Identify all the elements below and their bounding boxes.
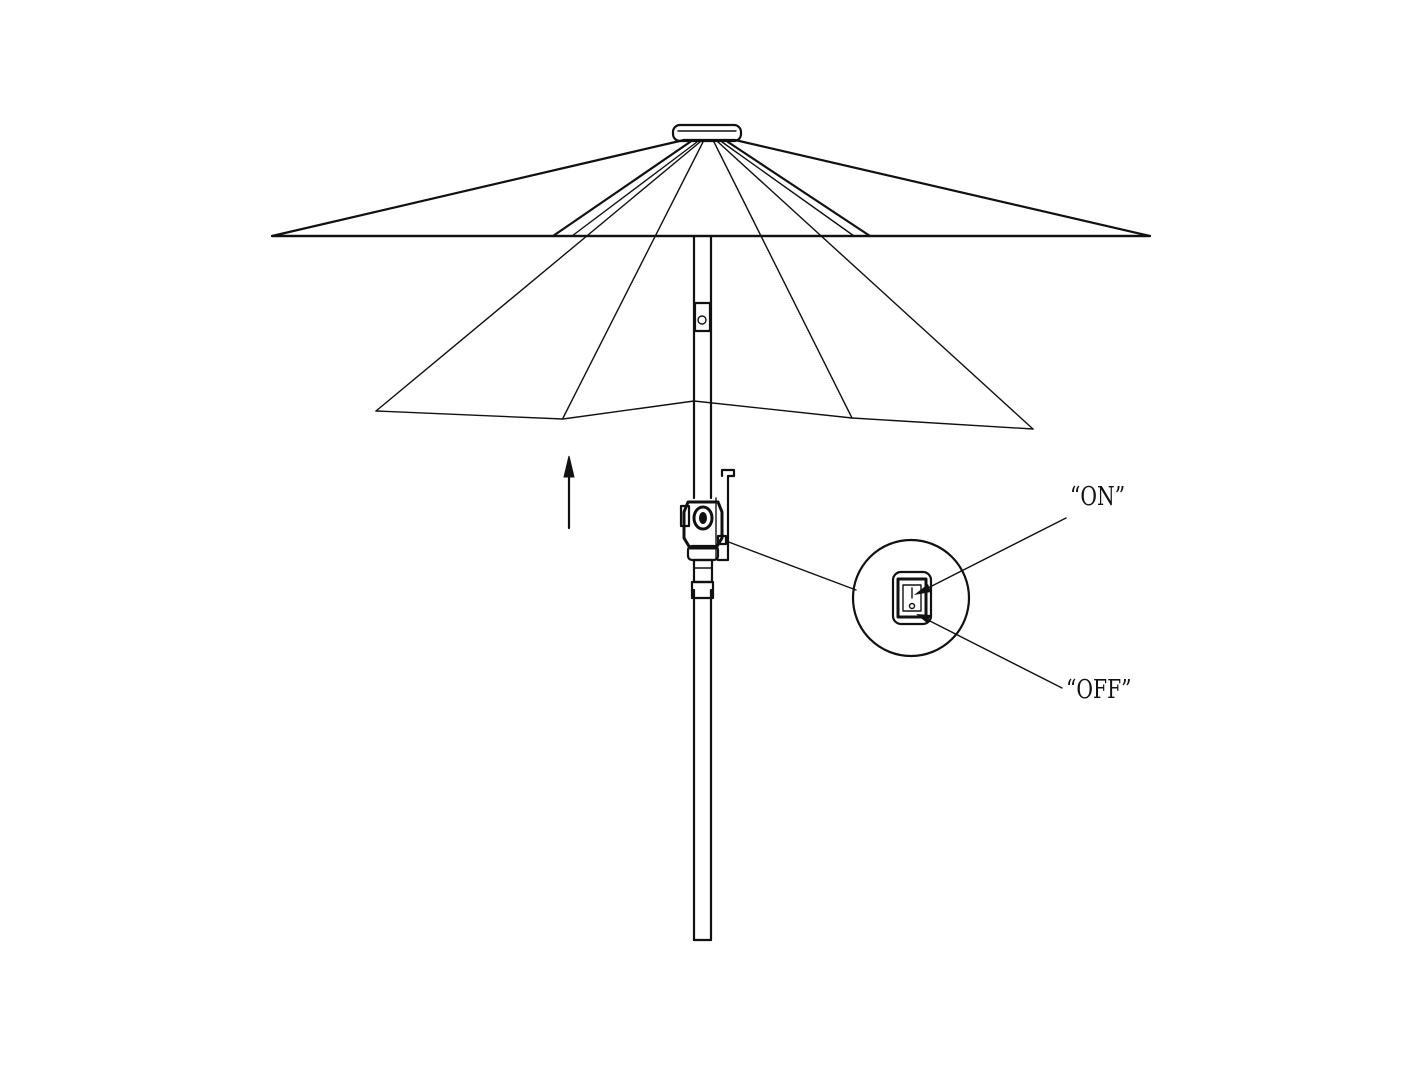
lower-rib-4: [717, 141, 1034, 430]
switch-detail: [851, 538, 971, 658]
canopy-rib-left: [551, 140, 692, 238]
switch-plate: [891, 570, 933, 626]
crank-left-clip: [679, 504, 691, 528]
on-pointer-line: [919, 517, 1067, 593]
on-label: “ON”: [1070, 482, 1126, 512]
switch-off-mark: [908, 602, 916, 610]
pole-joint: [690, 580, 715, 600]
canopy-rib-right: [726, 140, 872, 238]
lower-rib-2: [562, 141, 704, 419]
off-label: “OFF”: [1066, 675, 1132, 705]
on-pointer: [914, 517, 1067, 595]
detail-circle: [851, 538, 971, 658]
lower-rib-1: [375, 141, 701, 412]
on-pointer-arrowhead: [914, 584, 931, 595]
arrow-head: [563, 455, 575, 478]
crank-handle: [716, 468, 736, 562]
pole-button-housing: [693, 301, 712, 333]
pole-button: [697, 315, 707, 325]
off-pointer-arrowhead: [916, 614, 931, 623]
lower-hem: [375, 400, 1034, 430]
off-pointer: [916, 614, 1063, 689]
canopy-outline: [270, 138, 1152, 238]
crank-knob-center: [699, 512, 707, 524]
crank-mechanism: [679, 468, 736, 584]
solar-cap: [671, 123, 743, 143]
upper-canopy: [270, 138, 1152, 238]
switch-marker: [716, 534, 728, 546]
canopy-rib-right-inner: [721, 141, 855, 237]
crank-sleeve: [692, 558, 714, 584]
lower-rib-3: [713, 141, 853, 419]
crank-knob: [692, 505, 714, 531]
pole: [690, 234, 715, 942]
up-arrow-icon: [563, 455, 575, 530]
solar-cap-body: [671, 123, 743, 143]
switch-rocker: [902, 584, 922, 612]
callout-leader: [725, 540, 857, 591]
off-pointer-line: [921, 616, 1063, 689]
switch-frame: [896, 577, 928, 619]
canopy-rib-left-inner: [571, 141, 698, 237]
